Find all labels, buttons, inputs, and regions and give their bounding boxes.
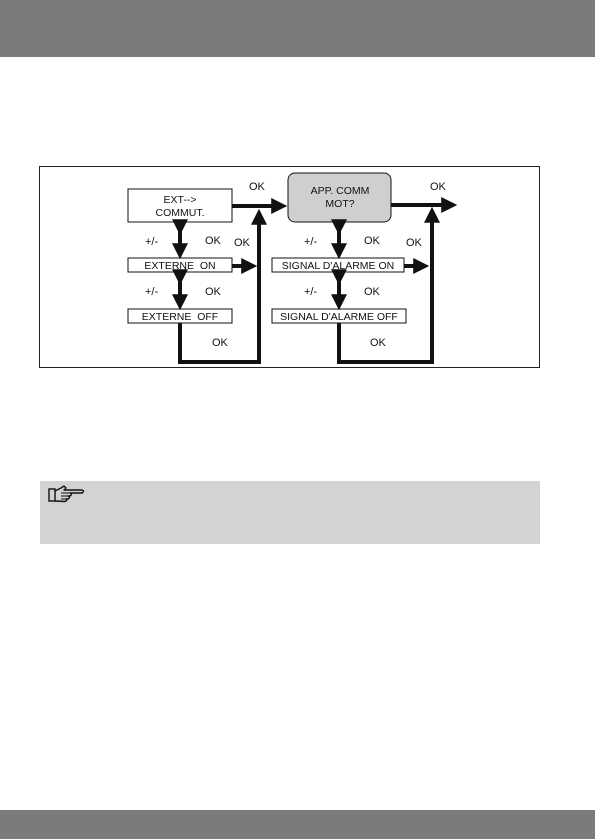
- left-ok-step1: OK: [205, 235, 222, 247]
- right-plusminus-1: +/-: [304, 236, 317, 248]
- app-comm-mot-label-line1: APP. COMM: [311, 185, 370, 197]
- right-ok-bottom: OK: [370, 337, 387, 349]
- left-ok-bottom: OK: [212, 337, 229, 349]
- right-ok-step2: OK: [364, 286, 381, 298]
- right-plusminus-2: +/-: [304, 286, 317, 298]
- left-ok-right: OK: [234, 237, 251, 249]
- ext-commut-label-line2: COMMUT.: [156, 207, 205, 219]
- signal-alarme-off-label: SIGNAL D'ALARME OFF: [280, 311, 398, 323]
- right-ok-top: OK: [430, 181, 447, 193]
- footer-bar: [0, 810, 595, 839]
- externe-off-label: EXTERNE OFF: [142, 311, 218, 323]
- right-ok-right: OK: [406, 237, 423, 249]
- externe-on-label: EXTERNE ON: [144, 260, 215, 272]
- left-plusminus-2: +/-: [145, 286, 158, 298]
- ext-commut-label-line1: EXT-->: [164, 194, 197, 206]
- note-box: [40, 481, 540, 544]
- pointing-hand-icon: [48, 484, 86, 504]
- signal-alarme-on-label: SIGNAL D'ALARME ON: [282, 260, 394, 272]
- left-plusminus-1: +/-: [145, 236, 158, 248]
- app-comm-mot-label-line2: MOT?: [325, 198, 354, 210]
- left-ok-top: OK: [249, 181, 266, 193]
- left-ok-step2: OK: [205, 286, 222, 298]
- right-ok-step1: OK: [364, 235, 381, 247]
